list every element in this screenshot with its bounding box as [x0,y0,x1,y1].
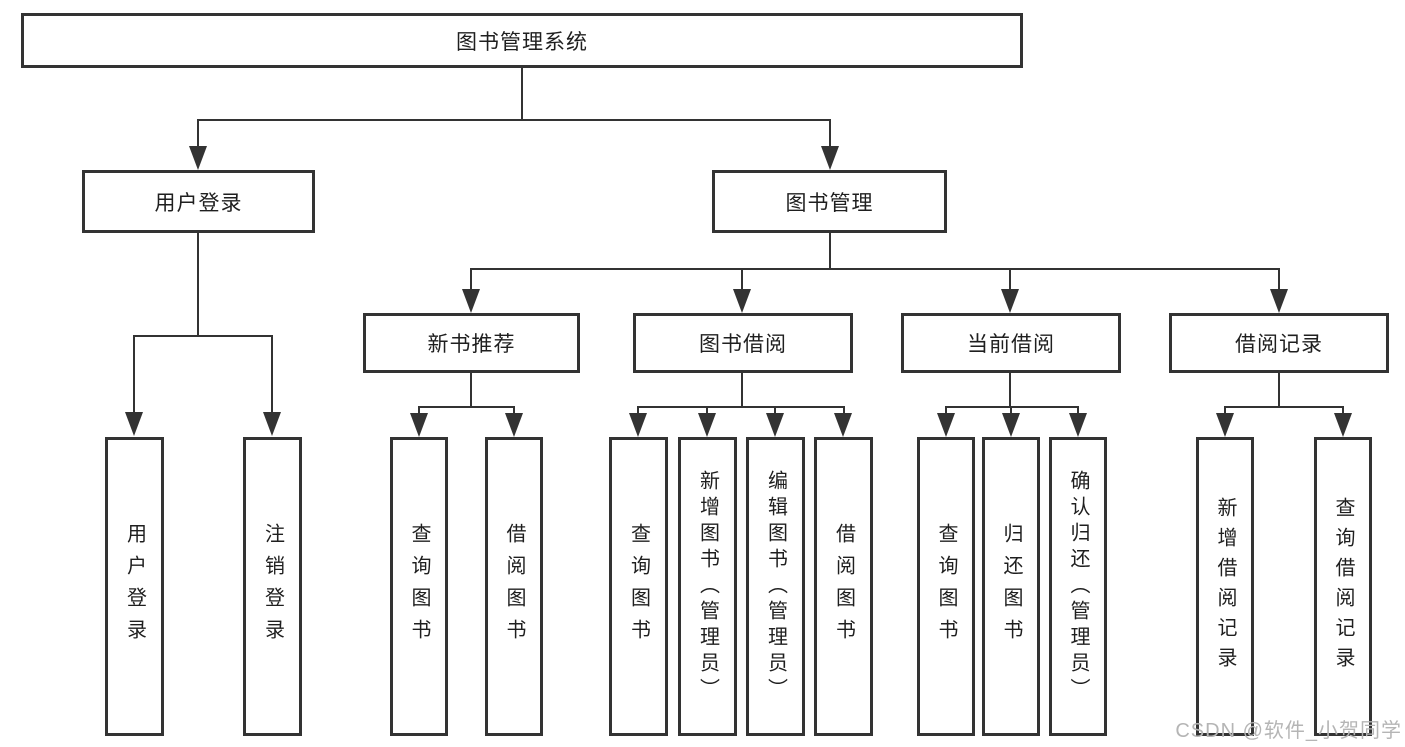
node-label: 新增图书（管理员） [696,469,719,704]
arrowhead-down [629,413,647,437]
node-label: 查询图书 [408,522,430,651]
leaf-query-borrow-record: 查询借阅记录 [1314,437,1372,736]
connector-line [1009,373,1011,406]
node-label: 图书管理 [785,191,874,215]
node-label: 借阅图书 [503,522,525,651]
node-label: 用户登录 [123,522,146,651]
connector-line [271,335,273,413]
arrowhead-down [698,413,716,437]
arrowhead-down [733,289,751,313]
leaf-confirm-return-admin: 确认归还（管理员） [1049,437,1107,736]
arrowhead-down [1001,289,1019,313]
node-label: 查询图书 [627,522,650,651]
connector-line [843,406,845,414]
arrowhead-down [821,146,839,170]
connector-line [637,406,639,414]
node-label: 归还图书 [1000,522,1022,651]
node-label: 图书借阅 [699,333,787,356]
leaf-add-borrow-record: 新增借阅记录 [1196,437,1254,736]
arrowhead-down [834,413,852,437]
connector-line [1278,373,1280,406]
arrowhead-down [263,412,281,436]
node-current-borrow: 当前借阅 [901,313,1121,373]
leaf-edit-book-admin: 编辑图书（管理员） [746,437,805,736]
node-label: 图书管理系统 [456,30,588,54]
node-root: 图书管理系统 [21,13,1023,68]
arrowhead-down [1069,413,1087,437]
connector-line [197,119,831,121]
watermark: CSDN @软件_小贺同学 [1175,720,1402,742]
connector-line [513,406,515,414]
connector-line [521,68,523,119]
arrowhead-down [410,413,428,437]
leaf-borrow-book: 借阅图书 [814,437,873,736]
connector-line [197,233,199,335]
connector-line [1077,406,1079,414]
arrowhead-down [1334,413,1352,437]
leaf-query-book-current: 查询图书 [917,437,975,736]
node-label: 用户登录 [154,191,243,215]
connector-line [1009,268,1011,291]
leaf-logout: 注销登录 [243,437,302,736]
node-label: 注销登录 [261,522,284,651]
connector-line [945,406,947,414]
node-label: 编辑图书（管理员） [764,469,787,704]
arrowhead-down [189,146,207,170]
connector-line [1278,268,1280,291]
node-label: 当前借阅 [967,333,1055,356]
connector-line [945,406,1079,408]
connector-line [1010,406,1012,414]
connector-line [133,335,135,413]
connector-line [1224,406,1226,414]
connector-line [829,233,831,268]
leaf-query-book-borrow: 查询图书 [609,437,668,736]
node-user-login: 用户登录 [82,170,315,233]
leaf-add-book-admin: 新增图书（管理员） [678,437,737,736]
leaf-user-login: 用户登录 [105,437,164,736]
leaf-borrow-book-recommend: 借阅图书 [485,437,543,736]
node-borrow-record: 借阅记录 [1169,313,1389,373]
arrowhead-down [462,289,480,313]
connector-line [741,373,743,406]
arrowhead-down [505,413,523,437]
connector-line [470,268,472,291]
connector-line [706,406,708,414]
node-label: 借阅图书 [832,522,855,651]
node-book-borrow: 图书借阅 [633,313,853,373]
node-label: 新书推荐 [427,333,516,356]
node-book-management: 图书管理 [712,170,947,233]
leaf-query-book-recommend: 查询图书 [390,437,448,736]
arrowhead-down [766,413,784,437]
connector-line [197,119,199,148]
connector-line [470,373,472,406]
node-new-book-recommend: 新书推荐 [363,313,580,373]
connector-line [1224,406,1344,408]
arrowhead-down [125,412,143,436]
connector-line [418,406,420,414]
connector-line [1342,406,1344,414]
arrowhead-down [937,413,955,437]
node-label: 新增借阅记录 [1214,496,1236,677]
arrowhead-down [1002,413,1020,437]
arrowhead-down [1270,289,1288,313]
connector-line [637,406,845,408]
connector-line [418,406,515,408]
node-label: 查询借阅记录 [1332,496,1354,677]
connector-line [741,268,743,291]
connector-line [470,268,1280,270]
node-label: 确认归还（管理员） [1067,469,1089,704]
node-label: 查询图书 [935,522,957,651]
arrowhead-down [1216,413,1234,437]
leaf-return-book: 归还图书 [982,437,1040,736]
connector-line [774,406,776,414]
node-label: 借阅记录 [1235,333,1323,356]
connector-line [829,119,831,148]
connector-line [133,335,273,337]
